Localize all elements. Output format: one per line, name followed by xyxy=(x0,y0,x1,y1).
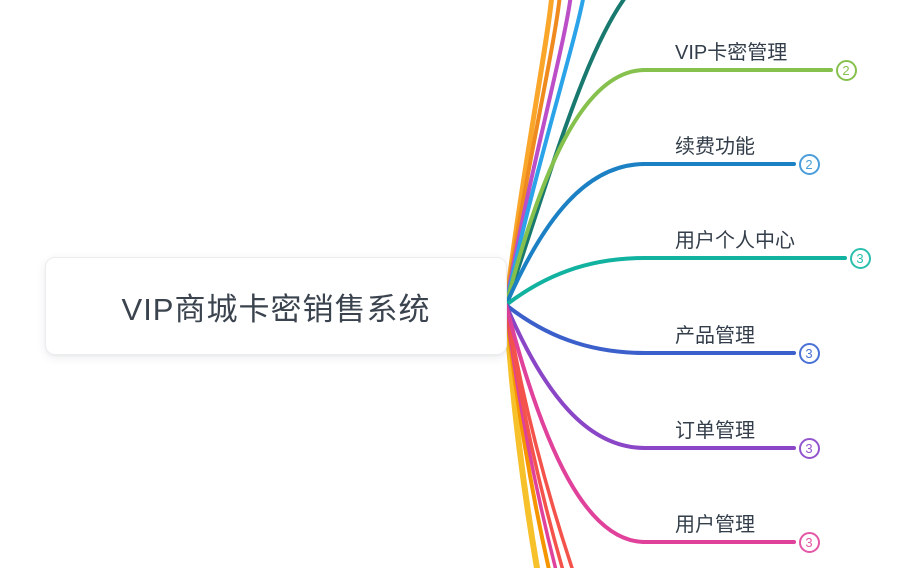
branch-label[interactable]: VIP卡密管理 xyxy=(675,42,788,64)
branch-curve xyxy=(504,162,647,307)
branch-label[interactable]: 续费功能 xyxy=(675,136,755,158)
branch-curve xyxy=(504,303,647,544)
branch-count-badge[interactable]: 2 xyxy=(835,59,857,81)
branch-curve xyxy=(504,303,647,355)
branch-curve xyxy=(504,68,647,307)
branch-count-badge[interactable]: 3 xyxy=(798,531,820,553)
branch-count-badge[interactable]: 3 xyxy=(849,247,871,269)
branch-label[interactable]: 订单管理 xyxy=(675,420,755,442)
root-node-label: VIP商城卡密销售系统 xyxy=(121,291,431,327)
branch-label[interactable]: 用户管理 xyxy=(675,514,755,536)
branch-label[interactable]: 产品管理 xyxy=(675,325,755,347)
offscreen-branch-line xyxy=(504,0,626,307)
branch-curve xyxy=(504,303,647,450)
branch-count-badge[interactable]: 3 xyxy=(798,437,820,459)
branch-curve xyxy=(504,256,647,307)
offscreen-branch-line xyxy=(504,0,585,307)
branch-count-badge[interactable]: 3 xyxy=(798,342,820,364)
branch-count-badge[interactable]: 2 xyxy=(798,153,820,175)
root-node[interactable]: VIP商城卡密销售系统 xyxy=(45,257,507,355)
offscreen-branch-line xyxy=(504,303,574,568)
branch-label[interactable]: 用户个人中心 xyxy=(675,230,795,252)
